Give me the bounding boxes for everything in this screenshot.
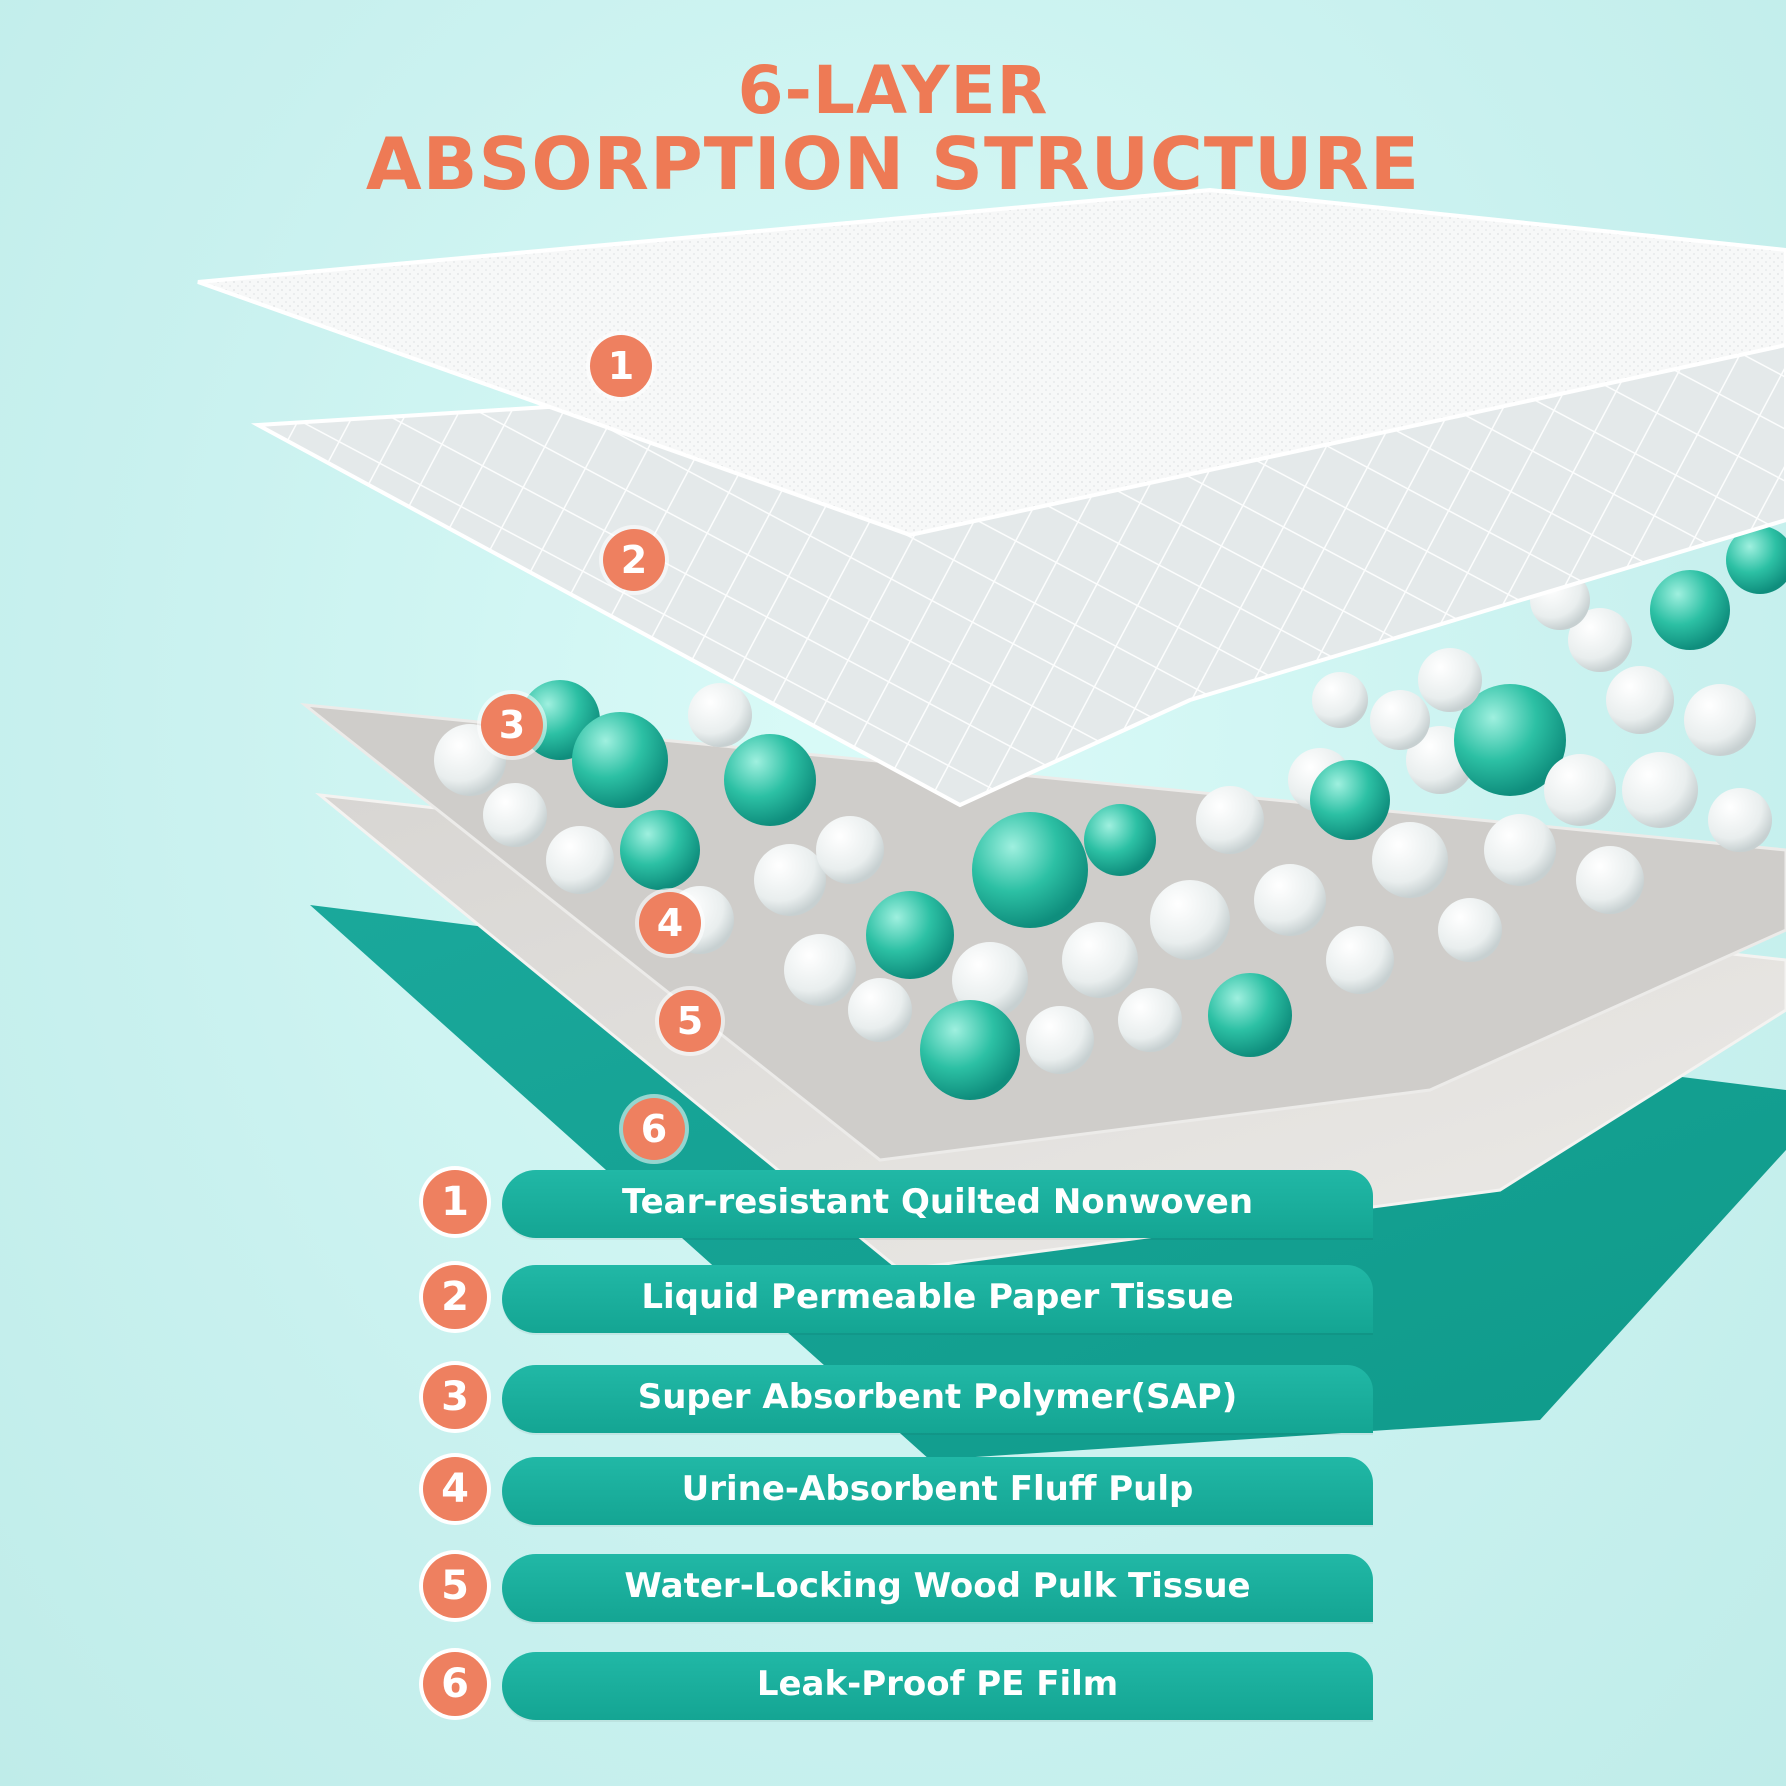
diagram-marker-4: 4 — [639, 892, 701, 954]
diagram-marker-2: 2 — [603, 529, 665, 591]
legend-label-3: Super Absorbent Polymer(SAP) — [502, 1365, 1373, 1433]
legend-label-2: Liquid Permeable Paper Tissue — [502, 1265, 1373, 1333]
legend-badge-6: 6 — [423, 1652, 487, 1716]
legend-badge-3: 3 — [423, 1365, 487, 1429]
diagram-marker-3: 3 — [481, 694, 543, 756]
legend-label-6: Leak-Proof PE Film — [502, 1652, 1373, 1720]
diagram-marker-5: 5 — [659, 990, 721, 1052]
legend-badge-4: 4 — [423, 1457, 487, 1521]
title-line-1: 6-LAYER — [737, 52, 1049, 129]
diagram-marker-6: 6 — [623, 1098, 685, 1160]
legend-badge-1: 1 — [423, 1170, 487, 1234]
legend-label-4: Urine-Absorbent Fluff Pulp — [502, 1457, 1373, 1525]
legend-label-1: Tear-resistant Quilted Nonwoven — [502, 1170, 1373, 1238]
layer-1-nonwoven — [197, 187, 1786, 538]
legend-label-5: Water-Locking Wood Pulk Tissue — [502, 1554, 1373, 1622]
diagram-marker-1: 1 — [590, 335, 652, 397]
legend-badge-2: 2 — [423, 1265, 487, 1329]
legend-badge-5: 5 — [423, 1554, 487, 1618]
